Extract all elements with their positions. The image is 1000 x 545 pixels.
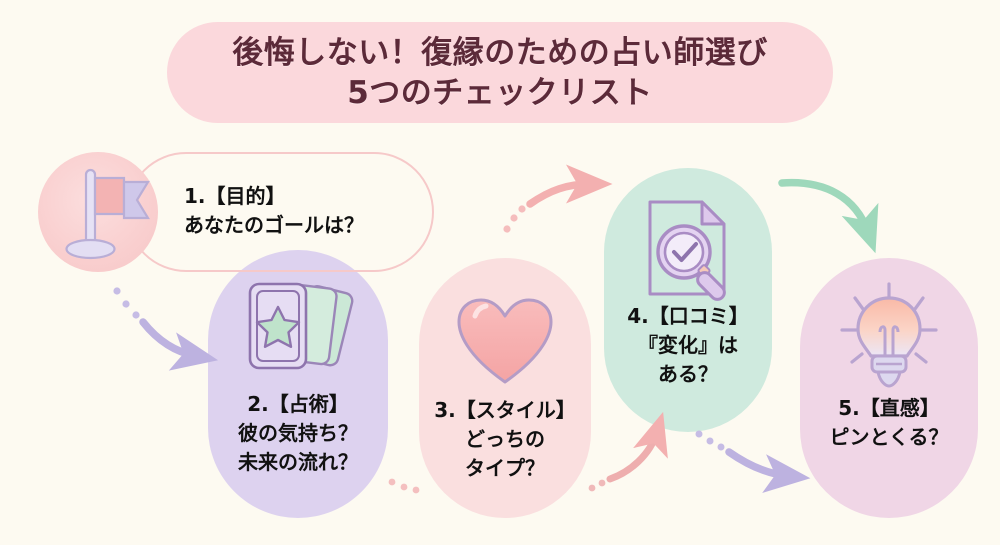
step-4-label: 4.【口コミ】 『変化』は ある？ [604,302,772,389]
title-line-1: 後悔しない！復縁のための占い師選び [232,34,768,71]
step-5-line-1: 5.【直感】 [838,396,940,420]
card-style[interactable]: 3.【スタイル】 どっちの タイプ？ [419,258,591,518]
arrow-step4-to-step5 [778,178,879,254]
arrow-step3-to-step4 [503,164,613,233]
document-search-check-icon [648,200,726,301]
card-reviews[interactable]: 4.【口コミ】 『変化』は ある？ [604,168,772,432]
step-2-line-3: 未来の流れ？ [238,450,358,474]
step-1-line-2: あなたのゴールは？ [184,213,364,237]
step-5-label: 5.【直感】 ピンとくる？ [800,394,978,452]
step-2-label: 2.【占術】 彼の気持ち？ 未来の流れ？ [208,390,388,477]
step-3-icon-wrap [453,294,557,394]
step-5-icon-wrap [828,280,950,402]
title-line-2: 5つのチェックリスト [347,74,653,111]
step-4-icon-wrap [634,194,742,308]
step-4-line-2: 『変化』は [638,333,738,357]
card-intuition[interactable]: 5.【直感】 ピンとくる？ [800,258,978,518]
step-3-label: 3.【スタイル】 どっちの タイプ？ [419,396,591,483]
step-1-icon-circle [38,152,158,272]
step-3-line-1: 3.【スタイル】 [434,398,576,422]
lightbulb-icon [840,282,938,388]
page-title: 後悔しない！復縁のための占い師選び 5つのチェックリスト [167,22,833,123]
heart-icon [457,298,553,384]
step-1-label: 1.【目的】 あなたのゴールは？ [184,182,422,240]
arrow-step4-to-step5-lower [695,430,811,494]
tarot-cards-icon [248,282,354,370]
step-5-line-2: ピンとくる？ [829,425,949,449]
step-2-line-1: 2.【占術】 [247,392,349,416]
arrow-step3-to-step4-lower [588,411,668,492]
step-4-line-1: 4.【口コミ】 [627,304,749,328]
flag-icon [65,168,150,260]
step-3-line-2: どっちの [465,427,545,451]
step-3-line-3: タイプ？ [465,456,545,480]
step-2-icon-wrap [234,276,362,392]
arrow-step2-to-step3 [388,478,420,494]
card-purpose[interactable]: 1.【目的】 あなたのゴールは？ [126,152,434,272]
arrow-step1-to-step2 [113,287,219,371]
step-4-line-3: ある？ [658,362,718,386]
card-divination[interactable]: 2.【占術】 彼の気持ち？ 未来の流れ？ [208,250,388,518]
step-2-line-2: 彼の気持ち？ [238,421,358,445]
step-1-line-1: 1.【目的】 [184,184,286,208]
